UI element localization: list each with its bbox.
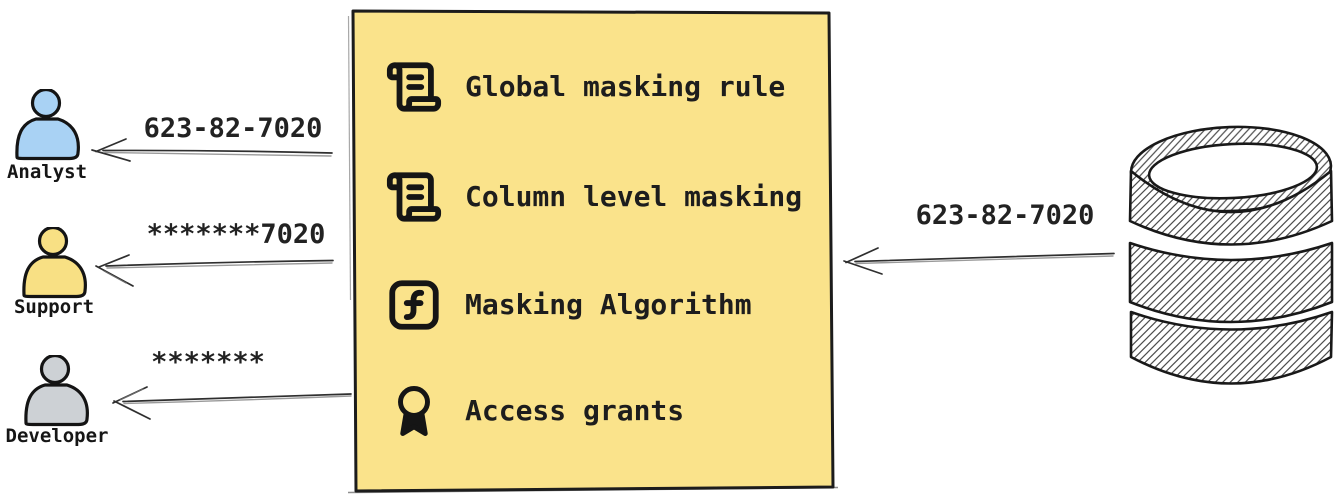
database-outbound-value: 623-82-7020 [915, 200, 1095, 231]
masking-box [347, 9, 839, 494]
analyst-body [15, 117, 80, 161]
box-item-label: Global masking rule [465, 69, 786, 103]
analyst-masked-value: 623-82-7020 [143, 113, 323, 144]
analyst-person-icon [15, 89, 80, 161]
box-item-label: Masking Algorithm [465, 287, 752, 321]
arrow-to-analyst [91, 138, 333, 162]
arrow-to-support [95, 254, 334, 287]
support-body [22, 255, 87, 299]
box-item-label: Column level masking [465, 179, 803, 213]
box-item-masking-algorithm: Masking Algorithm [353, 268, 823, 342]
analyst-head [30, 89, 62, 119]
support-person-icon [22, 227, 87, 299]
developer-masked-value: ******* [151, 347, 265, 378]
support-head [37, 227, 69, 257]
masking-box-shape [351, 9, 835, 493]
box-item-column-level-masking: Column level masking [353, 160, 823, 234]
arrow-db-to-box [843, 247, 1115, 275]
support-label: Support [13, 296, 95, 318]
box-item-access-grants: Access grants [353, 374, 823, 448]
function-square-icon [383, 272, 445, 338]
arrow-to-developer [112, 386, 352, 420]
award-icon [383, 378, 445, 444]
analyst-label: Analyst [6, 161, 88, 183]
database-bottom-band [1129, 310, 1334, 385]
database-middle-band [1128, 241, 1334, 324]
database-top-wall [1128, 169, 1334, 246]
developer-person-icon [24, 355, 89, 427]
developer-label: Developer [5, 425, 109, 447]
scroll-text-icon [383, 164, 445, 230]
database-top-opening [1147, 142, 1319, 200]
scroll-text-icon [383, 54, 445, 120]
box-item-label: Access grants [465, 393, 685, 427]
box-item-global-masking-rule: Global masking rule [353, 50, 823, 124]
developer-body [24, 383, 89, 427]
developer-head [39, 355, 71, 385]
support-masked-value: *******7020 [146, 219, 326, 250]
database-icon [1128, 125, 1334, 385]
